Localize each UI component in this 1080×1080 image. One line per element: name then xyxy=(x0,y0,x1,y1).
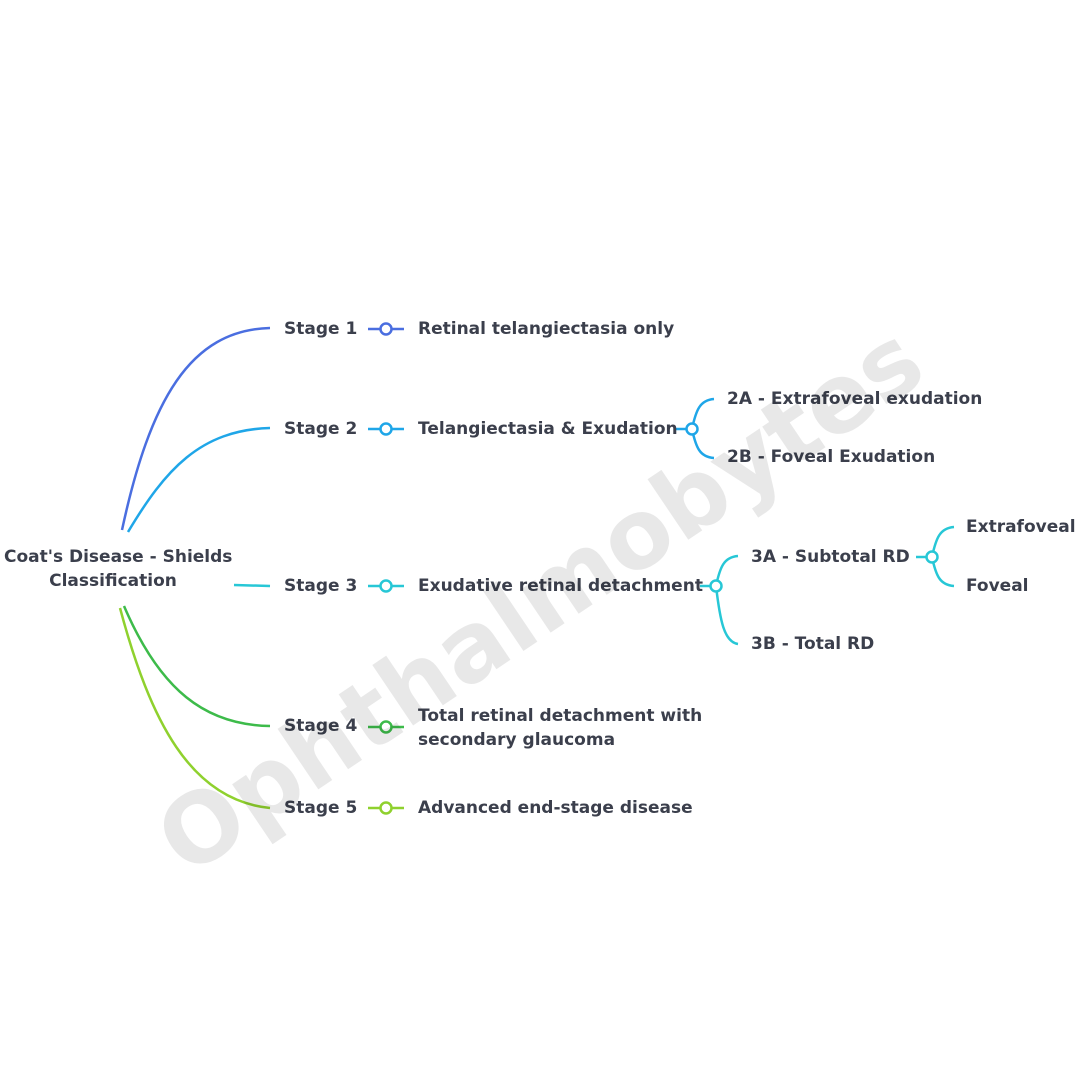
connector-stage-1 xyxy=(368,322,404,336)
stage-5-label: Stage 5 xyxy=(284,798,358,818)
branch-stage-4 xyxy=(122,605,271,728)
fork-stage-2 xyxy=(676,397,715,460)
branch-stage-5 xyxy=(118,607,271,810)
connector-stage-4 xyxy=(368,720,404,734)
stage-1-label: Stage 1 xyxy=(284,319,358,339)
branch-stage-1 xyxy=(120,326,271,531)
stage-4-label: Stage 4 xyxy=(284,716,358,736)
stage-3a-foveal: Foveal xyxy=(966,576,1029,596)
stage-2a: 2A - Extrafoveal exudation xyxy=(727,389,983,409)
stage-1-desc: Retinal telangiectasia only xyxy=(418,319,675,339)
stage-3-desc: Exudative retinal detachment xyxy=(418,576,703,596)
stage-2-desc: Telangiectasia & Exudation xyxy=(418,419,678,439)
root-node: Coat's Disease - Shields Classification xyxy=(4,545,233,593)
root-title-line2: Classification xyxy=(49,571,177,591)
connector-stage-3 xyxy=(368,579,404,593)
fork-stage-3 xyxy=(700,554,739,646)
branch-stage-3 xyxy=(233,583,271,588)
stage-3-label: Stage 3 xyxy=(284,576,358,596)
branch-stage-2 xyxy=(126,426,271,533)
stage-4-desc-line1: Total retinal detachment with xyxy=(418,706,703,726)
fork-3a xyxy=(916,525,955,588)
stage-2-label: Stage 2 xyxy=(284,419,358,439)
stage-2b: 2B - Foveal Exudation xyxy=(727,447,936,467)
stage-4-desc: Total retinal detachment with secondary … xyxy=(418,704,702,752)
stage-4-desc-line2: secondary glaucoma xyxy=(418,730,616,750)
stage-5-desc: Advanced end-stage disease xyxy=(418,798,693,818)
connector-stage-5 xyxy=(368,801,404,815)
stage-3a-extrafoveal: Extrafoveal xyxy=(966,517,1076,537)
stage-3a: 3A - Subtotal RD xyxy=(751,547,910,567)
connector-stage-2 xyxy=(368,422,404,436)
stage-3b: 3B - Total RD xyxy=(751,634,875,654)
root-title-line1: Coat's Disease - Shields xyxy=(4,547,233,567)
